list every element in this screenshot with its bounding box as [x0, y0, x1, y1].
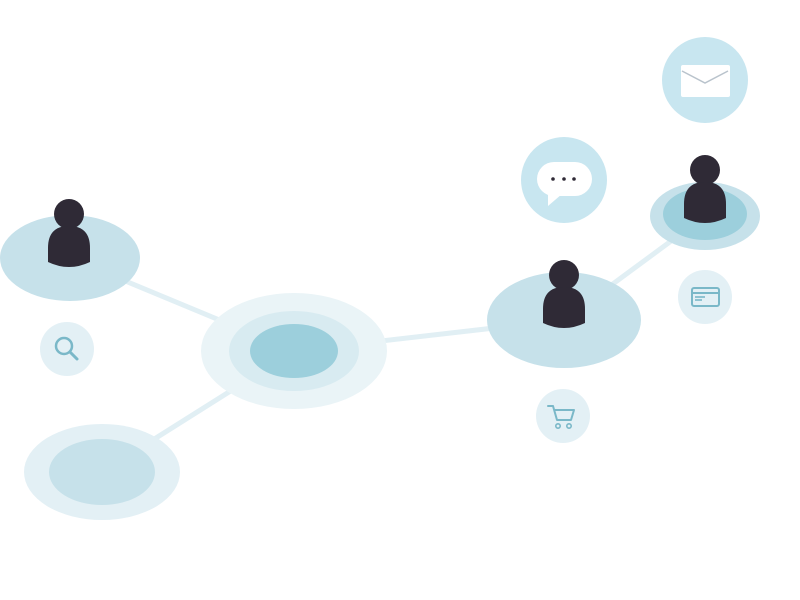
person-icon: [684, 155, 726, 223]
hub-node: [201, 293, 387, 409]
mail-icon[interactable]: [662, 37, 748, 123]
person-icon: [543, 260, 585, 328]
cart-icon[interactable]: [536, 389, 590, 443]
search-icon[interactable]: [40, 322, 94, 376]
user-node-left[interactable]: [0, 199, 140, 301]
empty-node: [24, 424, 180, 520]
credit-card-icon[interactable]: [678, 270, 732, 324]
person-icon: [48, 199, 90, 267]
user-node-right[interactable]: [650, 155, 760, 250]
user-node-middle[interactable]: [487, 260, 641, 368]
chat-icon[interactable]: [521, 137, 607, 223]
